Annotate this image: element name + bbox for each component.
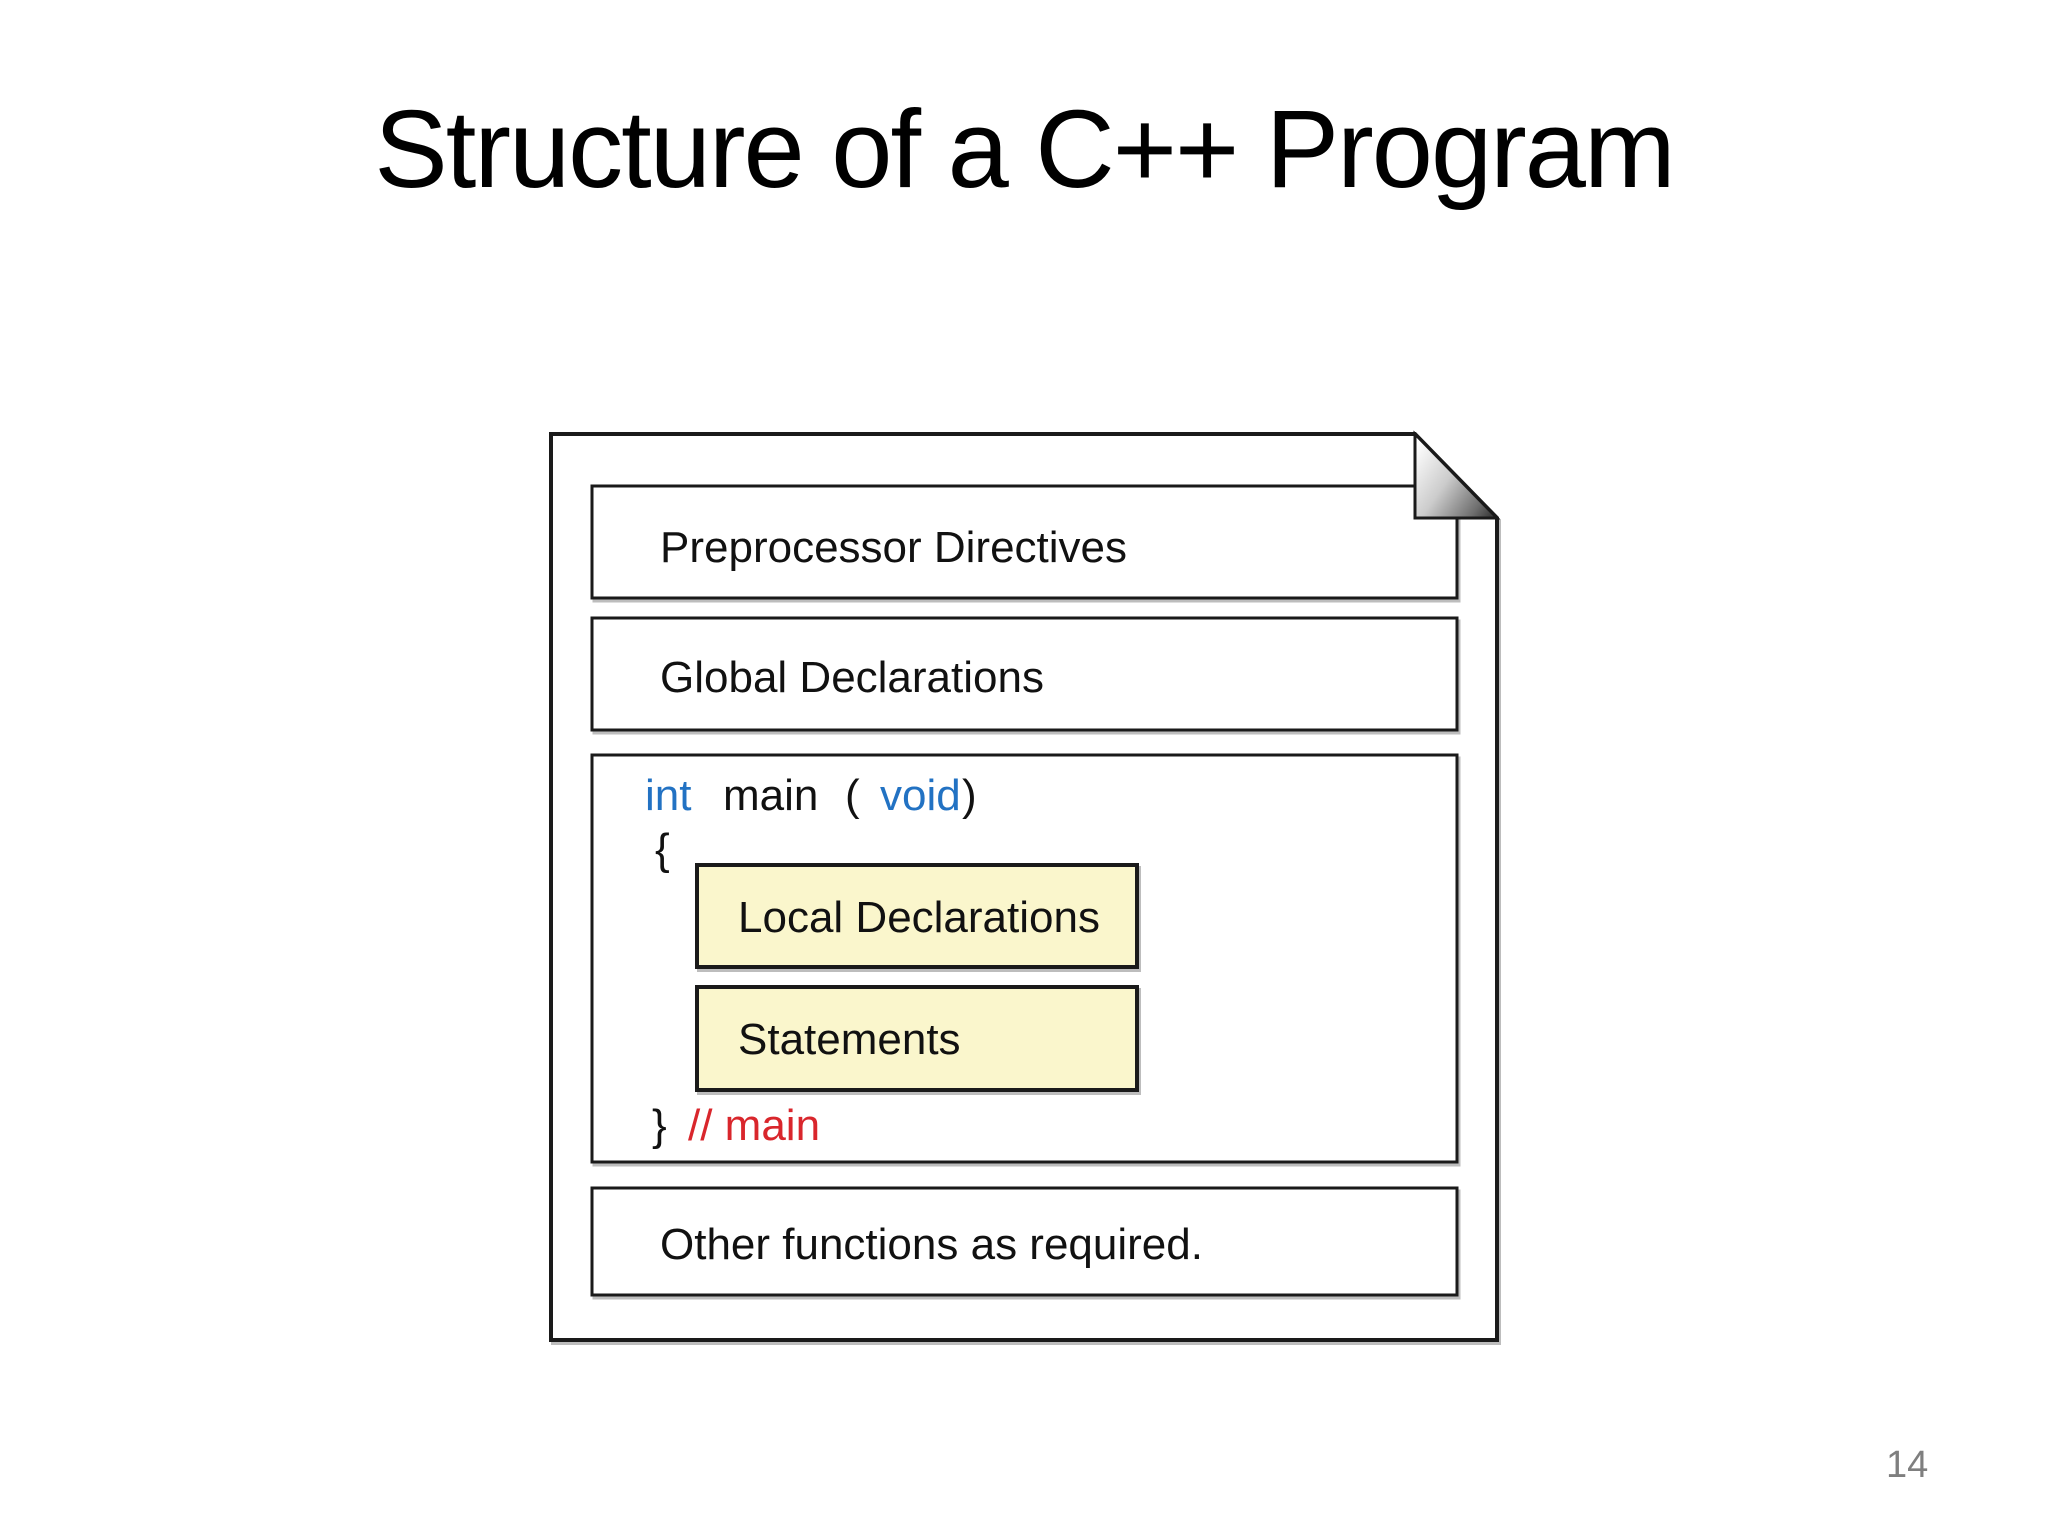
open-paren: ( xyxy=(845,771,860,820)
global-declarations-box xyxy=(590,616,1459,732)
main-end-line: } // main xyxy=(652,1101,820,1150)
other-functions-box xyxy=(590,1186,1459,1297)
keyword-int: int xyxy=(645,771,691,820)
close-paren: ) xyxy=(962,771,977,820)
function-name: main xyxy=(723,771,818,820)
page-number: 14 xyxy=(1886,1444,1929,1486)
statements-label: Statements xyxy=(738,1015,961,1064)
main-signature: int main ( void ) xyxy=(645,771,977,820)
global-declarations-label: Global Declarations xyxy=(660,653,1044,702)
other-functions-label: Other functions as required. xyxy=(660,1220,1203,1269)
open-brace: { xyxy=(655,825,670,874)
statements-box xyxy=(695,985,1139,1092)
preprocessor-label: Preprocessor Directives xyxy=(660,523,1127,572)
local-declarations-label: Local Declarations xyxy=(738,893,1100,942)
keyword-void: void xyxy=(880,771,961,820)
preprocessor-box xyxy=(590,484,1459,600)
close-brace: } xyxy=(652,1101,667,1150)
slide-title: Structure of a C++ Program xyxy=(374,88,1675,211)
local-declarations-box xyxy=(695,863,1139,969)
main-comment: // main xyxy=(688,1101,820,1150)
page-fold-icon xyxy=(1413,430,1501,520)
